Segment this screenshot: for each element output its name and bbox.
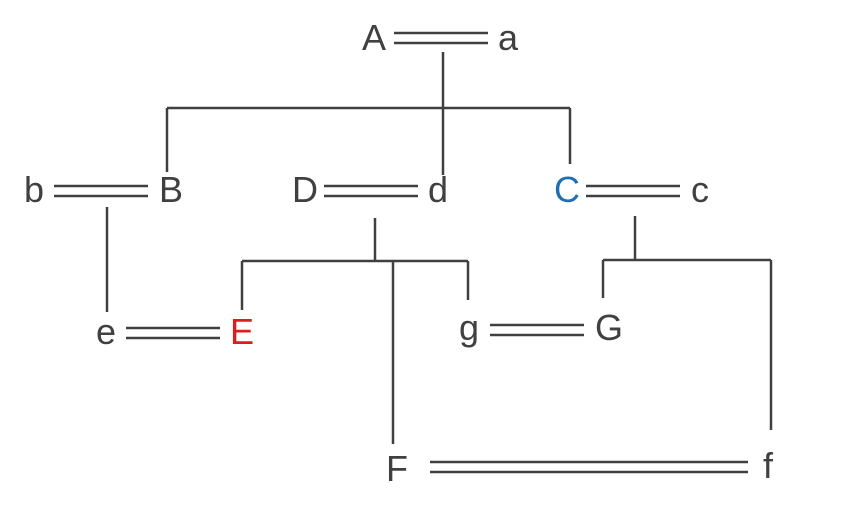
union-b-B (54, 184, 148, 198)
union-e-E (126, 326, 220, 340)
node-g: g (458, 307, 480, 348)
union-A-a (394, 31, 488, 45)
node-F: F (386, 448, 408, 489)
union-F-f (430, 460, 748, 474)
node-b: b (23, 169, 45, 210)
node-a: a (497, 17, 519, 58)
node-c: c (691, 169, 709, 210)
union-C-c (586, 184, 680, 198)
node-C: C (554, 169, 580, 210)
descent-A-a (165, 52, 572, 175)
descent-D-d (240, 218, 470, 444)
node-D: D (292, 169, 318, 210)
descent-C-c (601, 216, 773, 430)
union-g-G (490, 323, 584, 337)
node-E: E (229, 311, 255, 352)
node-B: B (158, 169, 184, 210)
node-e: e (95, 311, 117, 352)
node-f: f (762, 445, 774, 486)
node-A: A (361, 17, 387, 58)
node-G: G (594, 307, 624, 348)
node-d: d (427, 169, 449, 210)
union-D-d (324, 184, 418, 198)
